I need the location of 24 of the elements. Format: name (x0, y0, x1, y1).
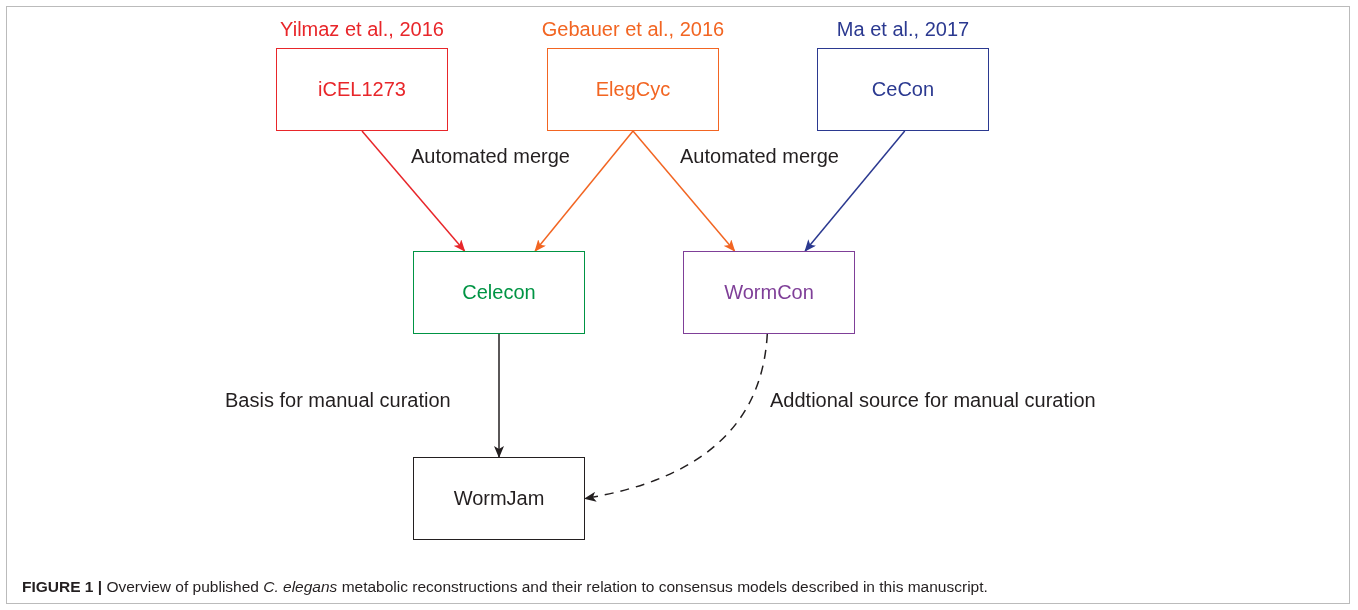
model-box (276, 48, 448, 131)
citation-text: Yilmaz et al., 2016 (279, 18, 445, 41)
model-name: CeCon (871, 78, 935, 101)
model-name: Celecon (462, 281, 536, 304)
model-name: WormCon (724, 281, 814, 304)
model-name: ElegCyc (595, 78, 671, 101)
arrow (494, 333, 504, 458)
arrow (534, 130, 634, 252)
arrow (632, 130, 736, 252)
model-name: iCEL1273 (318, 78, 406, 101)
dashed-arrow (584, 333, 769, 502)
model-name: WormJam (453, 487, 545, 510)
annotation-text: Automated merge (411, 145, 570, 168)
citation-text: Ma et al., 2017 (835, 18, 971, 41)
model-box (817, 48, 989, 131)
model-box (683, 251, 855, 334)
figure-caption: FIGURE 1 | Overview of published C. elegans metabolic reconstructions and their relation to consensus models described in this manuscript. (22, 578, 988, 596)
model-box (547, 48, 719, 131)
model-box (413, 251, 585, 334)
arrow (804, 130, 906, 252)
annotation-text: Automated merge (680, 145, 839, 168)
model-box (413, 457, 585, 540)
arrow (361, 130, 466, 252)
citation-text: Gebauer et al., 2016 (540, 18, 726, 41)
